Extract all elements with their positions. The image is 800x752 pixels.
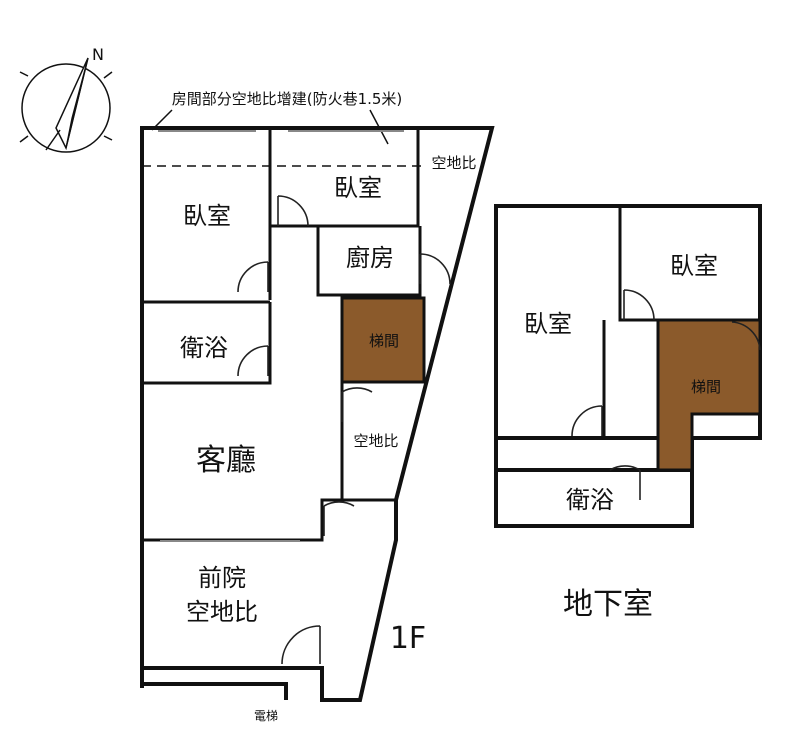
b-bedroom-left-label: 臥室 [524, 310, 572, 338]
1f-bedroom-left-label: 臥室 [183, 202, 231, 230]
door-icon [281, 625, 321, 665]
1f-front-yard-label-1: 前院 [198, 564, 246, 592]
door-icon [419, 253, 451, 285]
b-floor-label: 地下室 [563, 587, 653, 622]
door-icon [323, 501, 355, 536]
b-bathroom-label: 衛浴 [566, 486, 614, 514]
1f-stairs-label: 梯間 [369, 332, 399, 350]
1f-bathroom-label: 衛浴 [180, 334, 228, 362]
1f-open-space-top-label: 空地比 [431, 154, 476, 172]
1f-front-yard-label-2: 空地比 [186, 598, 258, 626]
1f-open-space-mid-label: 空地比 [353, 432, 398, 450]
1f-floor-label: 1F [390, 621, 426, 656]
1f-living-room-label: 客廳 [196, 443, 256, 478]
1f-stairs [340, 296, 426, 384]
1f-wall [142, 302, 272, 385]
door-icon [237, 345, 269, 377]
door-icon [731, 321, 761, 351]
b-stairs [656, 318, 762, 472]
door-icon [277, 195, 309, 227]
door-icon [571, 405, 603, 437]
floor-basement: 臥室 臥室 梯間 衛浴 地下室 [494, 204, 762, 622]
b-bathroom-block [494, 468, 694, 528]
note-label: 房間部分空地比增建(防火巷1.5米) [172, 90, 403, 108]
door-icon [623, 289, 655, 321]
1f-elevator-wall [142, 682, 288, 700]
1f-kitchen-label: 廚房 [346, 244, 394, 272]
door-icon [341, 387, 373, 422]
compass-north-label: N [92, 45, 104, 64]
1f-bedroom-top-label: 臥室 [334, 174, 382, 202]
1f-elevator-label: 電梯 [254, 709, 278, 723]
b-bedroom-right-label: 臥室 [670, 252, 718, 280]
b-stairs-label: 梯間 [691, 378, 721, 396]
north-arrow-compass-icon [19, 57, 113, 153]
door-icon [237, 261, 269, 293]
door-icon [609, 465, 641, 500]
1f-exterior-wall [140, 126, 495, 702]
1f-wall [140, 383, 396, 542]
floor-1f: 臥室 臥室 空地比 廚房 梯間 衛浴 空地比 客廳 前院 空地比 1F 電梯 [140, 126, 495, 723]
